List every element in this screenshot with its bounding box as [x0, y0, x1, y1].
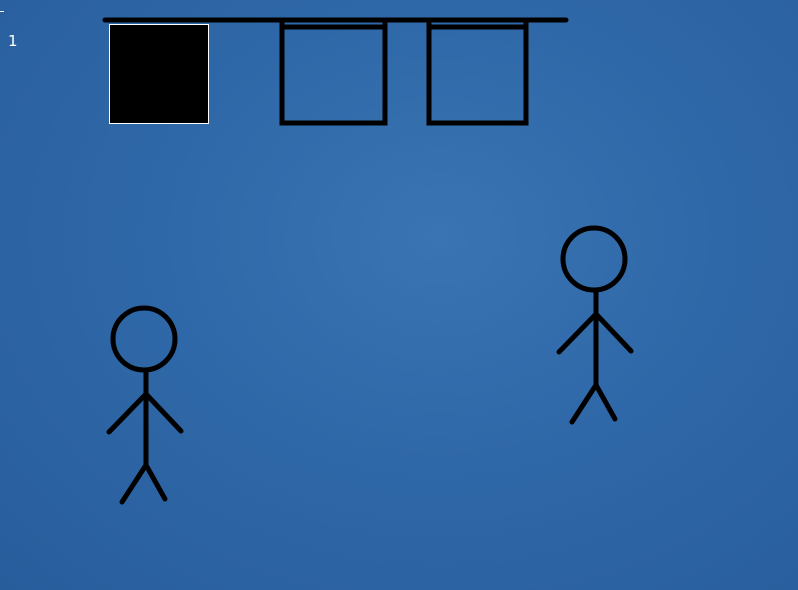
stick-figure-legs: [569, 382, 618, 425]
hud-dash: [0, 11, 4, 12]
inventory-slot-3[interactable]: [426, 22, 529, 126]
stick-figure-arms: [556, 311, 634, 355]
score-counter: 1: [8, 32, 18, 50]
stick-figure-left[interactable]: [106, 305, 184, 505]
stick-figure-right[interactable]: [556, 225, 634, 425]
inventory-slot-1[interactable]: [109, 24, 209, 124]
stick-figure-head: [110, 305, 178, 373]
inventory-slot-2[interactable]: [279, 22, 388, 126]
stick-figure-legs: [119, 462, 168, 505]
stick-figure-arms: [106, 391, 184, 435]
stick-figure-head: [560, 225, 628, 293]
